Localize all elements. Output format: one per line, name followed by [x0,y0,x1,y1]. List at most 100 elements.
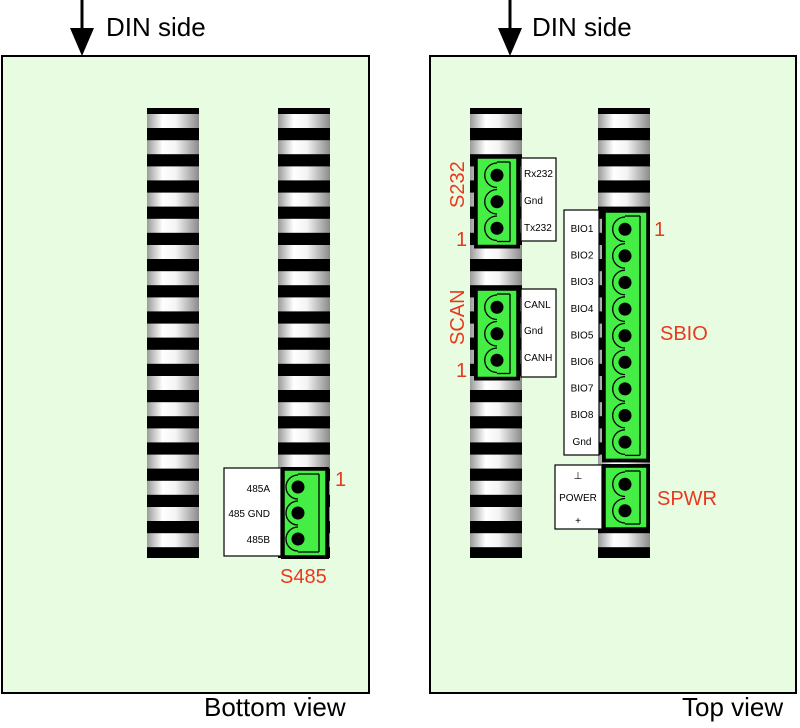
top-view-caption: Top view [682,692,783,722]
sbio-connector-scallop [612,349,626,376]
header-strip-right-1-pin [470,114,522,128]
sbio-connector-screw-hole [618,249,632,263]
scan-connector-scallop [484,347,498,374]
sbio-pin-label-9: Gnd [573,437,592,448]
header-strip-left-1-pin [147,454,199,469]
s232-label-box [520,157,557,242]
s232-pin-label-1: Rx232 [524,169,553,180]
sbio-pin-label-2: BIO2 [571,251,594,262]
header-strip-left-2-pin [278,297,330,312]
s485-connector-screw-hole [291,480,305,494]
s485-pin1-marker: 1 [335,469,346,491]
header-strip-left-1-pin [147,376,199,390]
s485-connector-scallop [285,474,299,500]
sbio-connector-screw-hole [618,382,632,396]
header-strip-right-1-pin [470,507,522,521]
header-strip-left-1-pin [147,245,199,259]
bottom-view-caption: Bottom view [204,692,346,722]
s485-connector-body [283,469,327,557]
s232-connector-screw-hole [490,221,504,235]
s232-connector-scallop [484,162,498,189]
sbio-connector-scallop [612,402,626,429]
s232-connector-screw-hole [490,168,504,182]
header-strip-left-2-pin [278,323,330,338]
header-strip-left-2-pin [278,428,330,443]
din-arrow-icon [70,0,94,56]
s485-label-box [223,467,282,557]
header-strip-left-2-pin [278,402,330,417]
header-strip-left-1-pin [147,192,199,207]
header-strip-left-2-pin [278,454,330,469]
header-strip-left-1-pin [147,114,199,128]
s232-connector-screw-hole [490,195,504,209]
sbio-pin-label-8: BIO8 [571,410,594,421]
header-strip-right-1-pin [470,402,522,417]
header-strip-right-2-pin [598,140,650,155]
scan-connector-scallop [484,320,498,347]
s485-connector-screw-hole [291,506,305,520]
sbio-connector-scallop [612,429,626,456]
sbio-connector-screw-hole [618,355,632,369]
spwr-connector-scallop [612,497,626,524]
s232-connector-scallop [484,188,498,215]
top-view-panel: DIN side Rx232 Gnd Tx232 S232 1 CANL Gnd… [429,0,797,722]
s485-name: S485 [280,566,327,588]
s485-connector-scallop [285,500,299,526]
sbio-connector-scallop [612,269,626,296]
sbio-connector-screw-hole [618,302,632,316]
sbio-pin-label-1: BIO1 [571,224,594,235]
sbio-connector-screw-hole [618,435,632,449]
spwr-connector-screw-hole [618,477,632,491]
header-strip-left-1-pin [147,428,199,443]
sbio-connector-scallop [612,296,626,323]
sbio-pin-label-3: BIO3 [571,277,594,288]
sbio-pin1-marker: 1 [654,219,665,241]
s485-connector-screw-hole [291,532,305,546]
sbio-pin-label-7: BIO7 [571,384,594,395]
bottom-view-panel: DIN side 485A 485 GND 485B 1 S485 Bottom… [1,0,370,722]
s485-connector-scallop [285,526,299,552]
spwr-connector-screw-hole [618,504,632,518]
header-strip-right-1-pin [470,454,522,469]
scan-connector-screw-hole [490,327,504,341]
header-strip-left-2-pin [278,376,330,390]
sbio-connector-scallop [612,322,626,349]
header-strip-right-1-pin [470,480,522,495]
spwr-top-symbol: ⊥ [574,471,583,482]
spwr-label-box [554,464,603,530]
scan-pin-label-1: CANL [524,300,551,311]
scan-connector [474,287,520,381]
header-strip-right-1-pin [470,533,522,548]
header-strip-left-2-pin [278,218,330,233]
header-strip-right-1-pin [470,140,522,155]
header-strip-left-1-pin [147,218,199,233]
sbio-connector-screw-hole [618,222,632,236]
din-arrow-icon [498,0,522,56]
s232-name: S232 [447,161,469,208]
scan-pin1-marker: 1 [456,360,467,382]
header-strip-left-1-pin [147,507,199,521]
header-strip-right-2-pin [598,533,650,548]
sbio-connector-screw-hole [618,329,632,343]
header-strip-left-2-pin [278,140,330,155]
sbio-connector [602,209,650,463]
header-strip-left-2-pin [278,271,330,286]
header-strip-left-1-pin [147,140,199,155]
sbio-connector-scallop [612,375,626,402]
scan-label-box [520,288,557,378]
sbio-pin-label-6: BIO6 [571,357,594,368]
header-strip-left-1-pin [147,323,199,338]
header-strip-left-1-pin [147,166,199,181]
header-strip-left-1-pin [147,533,199,548]
spwr-connector-body [604,466,648,529]
s485-pin-label-1: 485A [247,484,271,495]
sbio-connector-screw-hole [618,409,632,422]
sbio-connector-screw-hole [618,276,632,289]
din-side-label-left: DIN side [106,12,206,42]
header-strip-left-1-pin [147,349,199,364]
s232-pin1-marker: 1 [456,229,467,251]
spwr-connector [602,464,650,531]
s485-pin-label-2: 485 GND [228,509,270,520]
